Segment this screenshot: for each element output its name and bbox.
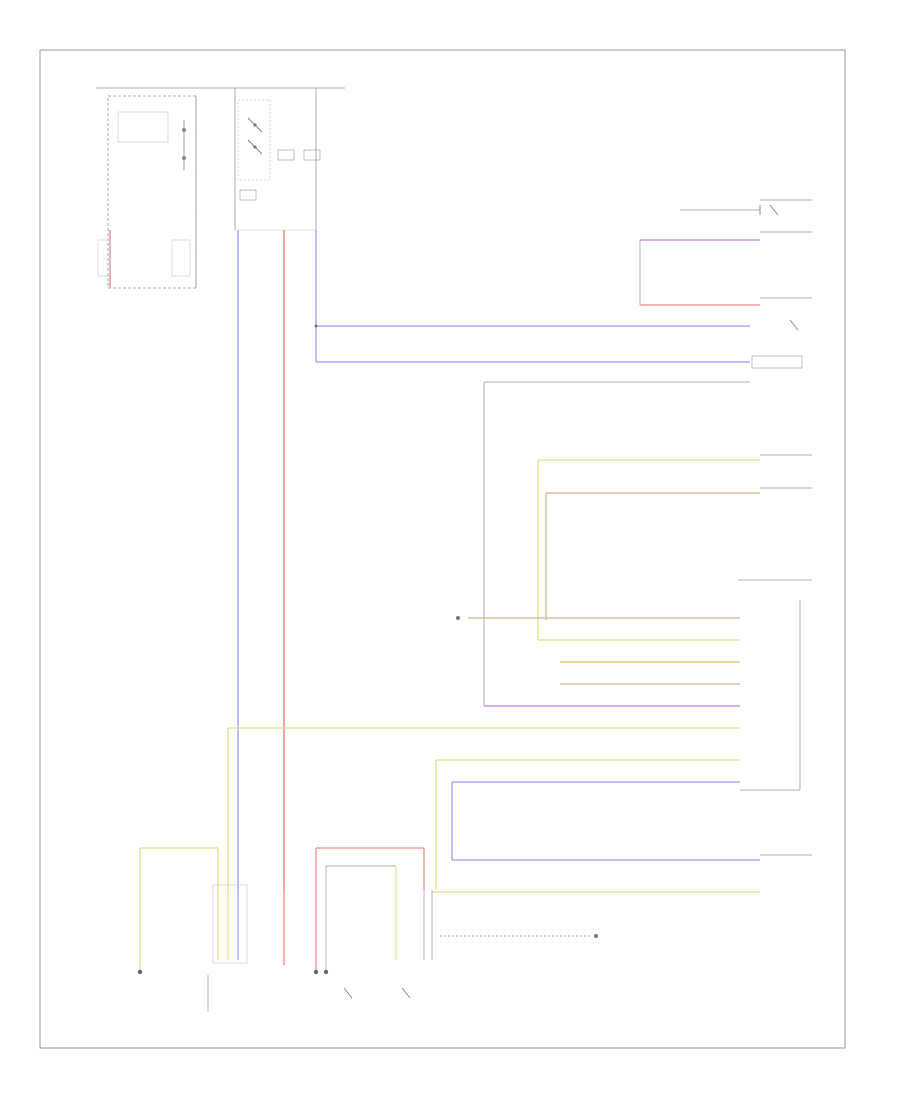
yellow-tan-harness (456, 454, 812, 685)
lower-harness (432, 759, 812, 938)
bottom-left-sensor (137, 847, 219, 975)
dual-cam-sensor (639, 231, 812, 306)
engine-control-module (96, 87, 345, 289)
module-enclosure (483, 381, 750, 707)
fuse-relay-block (234, 88, 321, 231)
diagram-border (39, 49, 846, 1049)
yellow-ground-harness (227, 727, 740, 890)
connector-group-right (313, 847, 433, 999)
blue-wire-connectors (751, 319, 803, 369)
ecm-connector (738, 579, 812, 791)
splice (314, 324, 318, 328)
intake-cam-sensor (680, 199, 812, 216)
connector-group-left (212, 884, 285, 965)
